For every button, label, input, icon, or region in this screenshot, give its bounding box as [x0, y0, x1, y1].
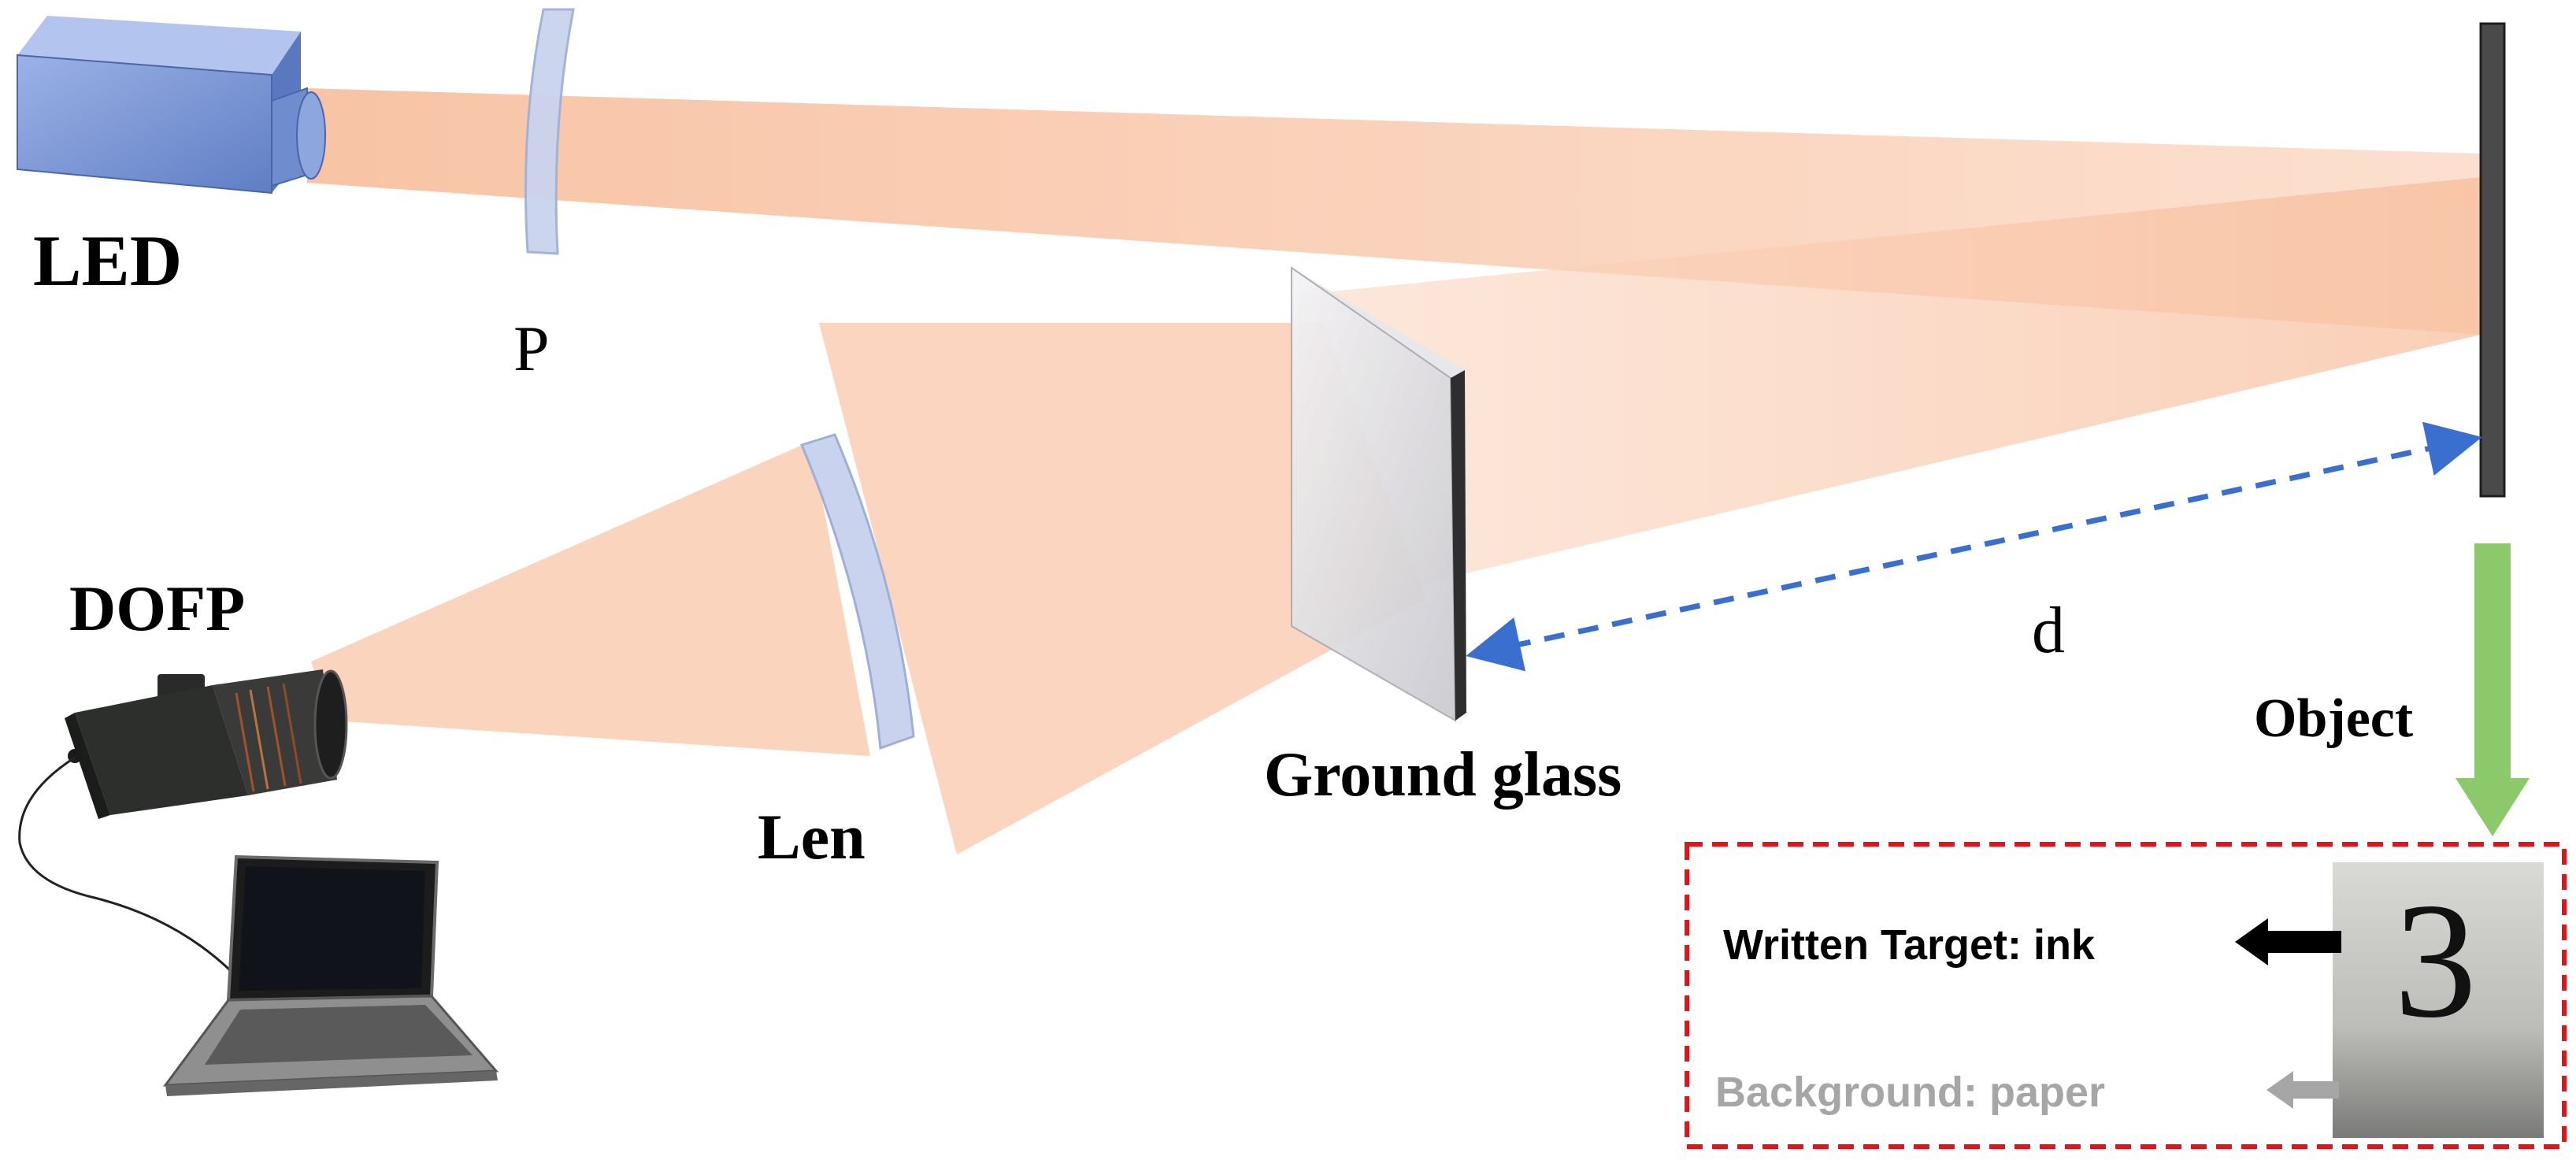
- polarization-camera-icon: [65, 669, 348, 819]
- object-inset-box: [1685, 842, 2567, 1149]
- focused-beam: [311, 441, 870, 756]
- written-sample-photo: 3: [2333, 862, 2544, 1138]
- ground-glass-icon: [1291, 266, 1466, 722]
- lens-label: Len: [758, 801, 865, 873]
- background-label: Background: paper: [1715, 1069, 2105, 1116]
- distance-label: d: [2032, 594, 2065, 667]
- led-label: LED: [33, 221, 182, 301]
- polarizer-plate-icon: [524, 8, 575, 255]
- ground-glass-label: Ground glass: [1264, 740, 1622, 810]
- sample-digit: 3: [2394, 869, 2477, 1052]
- camera-lens-rings: [235, 683, 302, 792]
- led-source-icon: [17, 16, 326, 195]
- polarizer-label: P: [513, 313, 550, 384]
- object-down-arrow: [2456, 543, 2530, 836]
- scattered-beam: [819, 323, 1425, 854]
- camera-cable: [18, 756, 238, 981]
- object-label: Object: [2254, 688, 2413, 749]
- laptop-icon: [162, 854, 499, 1096]
- distance-arrow: [1466, 421, 2482, 672]
- object-plate-icon: [2479, 22, 2506, 498]
- dofp-label: DOFP: [69, 573, 245, 644]
- ink-arrow: [2235, 918, 2341, 965]
- written-target-label: Written Target: ink: [1723, 921, 2096, 969]
- lens-icon: [799, 433, 915, 750]
- paper-arrow: [2267, 1071, 2339, 1109]
